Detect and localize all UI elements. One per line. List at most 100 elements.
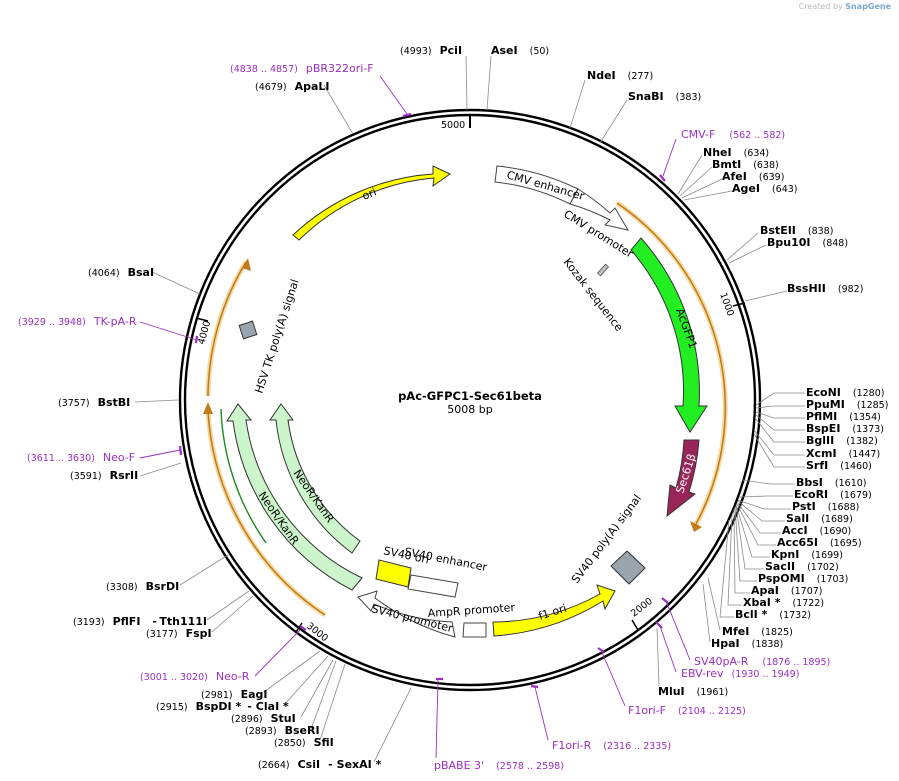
site-bglii-pos: (1382) <box>846 436 878 447</box>
site-pflmi-name: PflMI <box>806 410 837 423</box>
site-sfii-name: SfiI <box>314 736 334 749</box>
primer-tk-pa-r-name: TK-pA-R <box>93 315 137 328</box>
site-bsshii-pos: (982) <box>838 284 864 295</box>
orf-arc-left-inner <box>207 410 326 616</box>
site-acc65i-pos: (1695) <box>830 538 862 549</box>
site-srfi-pos: (1460) <box>840 461 872 472</box>
site-csii-name: CsiI <box>298 758 320 771</box>
primer-tk-pa-r-range: (3929 .. 3948) <box>18 317 86 328</box>
tick-label-2000: 2000 <box>629 596 655 620</box>
site-asei-pos: (50) <box>530 46 550 57</box>
site-sfii: (2850)SfiI <box>274 736 334 749</box>
site-bmti: BmtI(638) <box>712 158 779 171</box>
site-bsteii-name: BstEII <box>760 224 796 237</box>
site-bglii-name: BglII <box>806 434 834 447</box>
site-nhei: NheI(634) <box>703 146 769 159</box>
label-cmv-promoter: CMV promoter <box>561 208 635 261</box>
primer-sv40pa-r: SV40pA-R(1876 .. 1895) <box>694 655 830 668</box>
primer-pbr322ori-f-name: pBR322ori-F <box>306 62 374 75</box>
primer-f1ori-r: F1ori-R(2316 .. 2335) <box>552 739 671 752</box>
site-bsteii: BstEII(838) <box>760 224 833 237</box>
credit-prefix: Created by <box>798 2 843 11</box>
site-apai-name: ApaI <box>751 584 779 597</box>
primer-pbabe-3-range: (2578 .. 2598) <box>496 761 564 772</box>
site-sacii: SacII(1702) <box>765 560 839 573</box>
site-asei-name: AseI <box>491 44 518 57</box>
site-afei: AfeI(639) <box>722 170 784 183</box>
site-sexai-name: SexAI * <box>337 758 382 771</box>
site-leaders <box>134 55 805 763</box>
primer-pbabe-3: pBABE 3' (2578 .. 2598) <box>434 759 564 772</box>
site-bspei-name: BspEI <box>806 422 840 435</box>
site-ecori: EcoRI(1679) <box>794 488 872 501</box>
primer-neo-f: (3611 .. 3630)Neo-F <box>27 451 135 464</box>
site-fspi-name: FspI <box>186 627 212 640</box>
primer-neo-r-name: Neo-R <box>216 670 250 683</box>
site-pflmi-pos: (1354) <box>849 412 881 423</box>
site-bbsi-pos: (1610) <box>835 478 867 489</box>
plasmid-name: pAc-GFPC1-Sec61beta <box>398 389 542 403</box>
site-ppumi-pos: (1285) <box>857 400 889 411</box>
label-ori: ori <box>360 185 378 202</box>
tick-label-1000: 1000 <box>717 291 736 317</box>
site-acci: AccI(1690) <box>782 524 851 537</box>
primer-pbabe-3-name: pBABE 3' <box>434 759 484 772</box>
site-csii-pos: (2664) <box>258 760 290 771</box>
site-hpai: HpaI(1838) <box>711 637 783 650</box>
feature-cmv-promoter <box>569 188 630 231</box>
site-xcmi-name: XcmI <box>806 447 837 460</box>
primer-f1ori-r-range: (2316 .. 2335) <box>603 741 671 752</box>
site-bpu10i-name: Bpu10I <box>767 236 811 249</box>
site-pspomi: PspOMI(1703) <box>758 572 848 585</box>
feature-ampr-promoter <box>462 622 487 638</box>
feature-neor-kanr-inner <box>269 403 361 554</box>
site-mlui: MluI(1961) <box>658 685 728 698</box>
feature-sv40-ori <box>375 559 412 588</box>
primer-tk-pa-r: (3929 .. 3948) TK-pA-R <box>18 315 137 328</box>
primer-labels: (4838 .. 4857)pBR322ori-F CMV-F(562 .. 5… <box>18 62 830 772</box>
site-pflmi: PflMI (1354) <box>806 410 881 423</box>
site-acci-name: AccI <box>782 524 808 537</box>
site-agei-pos: (643) <box>772 184 798 195</box>
site-acc65i-name: Acc65I <box>777 536 818 549</box>
site-psti-name: PstI <box>792 500 816 513</box>
site-econi-pos: (1280) <box>853 388 885 399</box>
site-bbsi: BbsI (1610) <box>796 476 867 489</box>
site-agei: AgeI(643) <box>732 182 798 195</box>
site-bspei: BspEI(1373) <box>806 422 884 435</box>
feature-sv40-enhancer <box>407 574 459 598</box>
feature-acgfp1 <box>630 237 708 433</box>
site-ppumi-name: PpuMI <box>806 398 845 411</box>
primer-ebv-rev-range: (1930 .. 1949) <box>732 669 800 680</box>
site-mlui-name: MluI <box>658 685 685 698</box>
primer-ebv-rev: EBV-rev(1930 .. 1949) <box>681 667 799 680</box>
snapgene-credit: Created by SnapGene <box>799 2 891 11</box>
site-snabi-name: SnaBI <box>628 90 664 103</box>
site-hpai-name: HpaI <box>711 637 740 650</box>
site-fspi: (3177)FspI <box>146 627 212 640</box>
site-rsrii-name: RsrII <box>110 469 139 482</box>
primer-f1ori-f-range: (2104 .. 2125) <box>678 706 746 717</box>
site-rsrii-pos: (3591) <box>70 471 102 482</box>
site-asei: AseI (50) <box>491 44 549 57</box>
site-rsrii: (3591) RsrII <box>70 469 138 482</box>
orf-arcs <box>203 200 728 618</box>
site-bmti-pos: (638) <box>753 160 779 171</box>
site-labels: (4993)PciI AseI(50) NdeI(277) SnaBI(383)… <box>58 44 888 771</box>
primer-cmv-f-name: CMV-F <box>681 128 715 141</box>
site-bseri-pos: (2893) <box>245 726 277 737</box>
orf-arc-top-left-inner <box>207 261 247 397</box>
primer-pbr322ori-f: (4838 .. 4857)pBR322ori-F <box>230 62 374 75</box>
site-ecori-name: EcoRI <box>794 488 828 501</box>
snapgene-brand: SnapGene <box>845 2 891 11</box>
site-xbai-pos: (1722) <box>792 598 824 609</box>
site-sacii-name: SacII <box>765 560 795 573</box>
site-bbsi-name: BbsI <box>796 476 823 489</box>
site-acc65i: Acc65I (1695) <box>777 536 862 549</box>
primer-sv40pa-r-range: (1876 .. 1895) <box>762 657 830 668</box>
site-sali-pos: (1689) <box>821 514 853 525</box>
site-pcii-name: PciI <box>440 44 462 57</box>
site-bsai-name: BsaI <box>128 266 154 279</box>
site-snabi: SnaBI(383) <box>628 90 701 103</box>
site-pflfi: (3193)PflFI-Tth111I <box>73 615 207 628</box>
